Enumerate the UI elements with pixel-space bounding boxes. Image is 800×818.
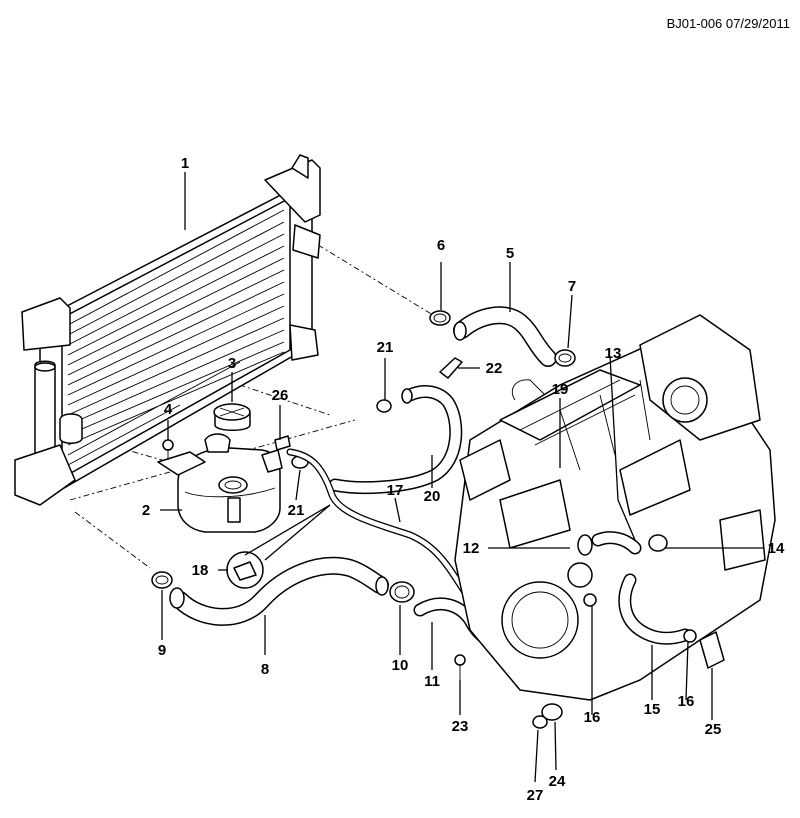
leader-lines [160,172,764,783]
callout-16: 16 [678,693,695,710]
callout-10: 10 [392,657,409,674]
hose-clip [274,435,291,451]
radiator [14,154,321,506]
callout-14: 14 [768,540,785,557]
hose-clamp [683,629,697,643]
callout-6: 6 [437,237,445,254]
callout-22: 22 [486,360,503,377]
hose-clip [439,357,463,379]
bypass-hose [618,573,692,645]
hose-clamp [583,593,597,607]
callout-17: 17 [387,482,404,499]
quick-connector [226,551,264,589]
callout-19: 19 [552,381,569,398]
callout-20: 20 [424,488,441,505]
callout-2: 2 [142,502,150,519]
callout-15: 15 [644,701,661,718]
callout-9: 9 [158,642,166,659]
callout-3: 3 [228,355,236,372]
callout-21: 21 [288,502,305,519]
callout-24: 24 [549,773,566,790]
surge-tank-inlet-hose [328,385,463,494]
callout-7: 7 [568,278,576,295]
callout-23: 23 [452,718,469,735]
diagram-reference-code: BJ01-006 07/29/2011 [667,16,790,31]
bolt [454,654,466,680]
callout-13: 13 [605,345,622,362]
hose-clamp [554,349,576,367]
thermostat-housing-hose [577,531,642,556]
coolant-surge-tank [157,433,283,533]
hose-clamp [648,534,668,552]
upper-radiator-hose [453,306,557,367]
callout-5: 5 [506,245,514,262]
fitting-pair [532,703,563,729]
callout-1: 1 [181,155,189,172]
hose-clamp [389,581,415,603]
callout-26: 26 [272,387,289,404]
callout-25: 25 [705,721,722,738]
hose-clamp [376,399,392,413]
callout-8: 8 [261,661,269,678]
water-outlet-fitting [699,631,725,669]
callout-4: 4 [164,401,173,418]
callout-12: 12 [463,540,480,557]
hose-clamp [151,571,173,589]
lower-radiator-hose [169,556,389,626]
hose-clamp [429,310,451,326]
pressure-cap [213,403,251,431]
callout-11: 11 [424,673,440,690]
callout-27: 27 [527,787,544,804]
callout-labels: 1 2 3 4 5 6 7 8 9 10 11 12 13 14 15 16 1… [142,155,785,804]
callout-16: 16 [584,709,601,726]
callout-18: 18 [192,562,209,579]
engine-assembly [454,314,776,701]
callout-21: 21 [377,339,394,356]
